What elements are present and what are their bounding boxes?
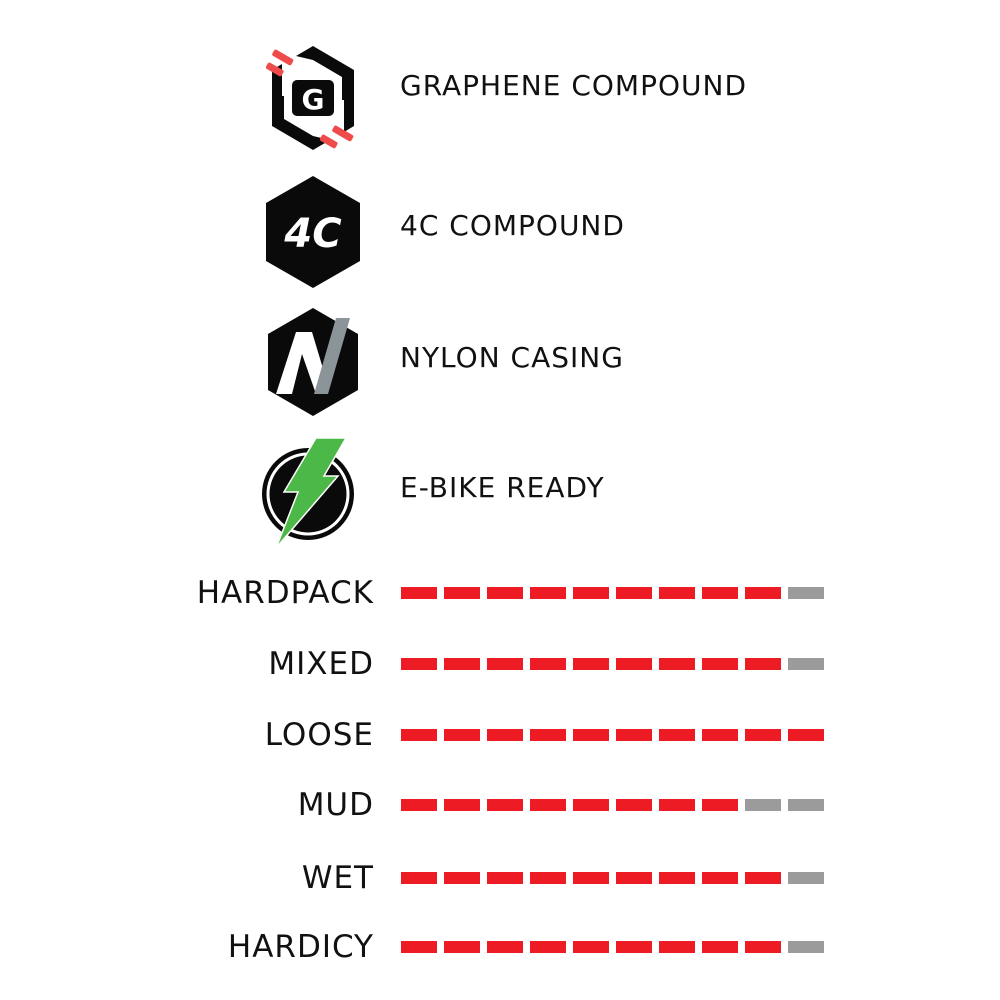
rating-label: WET bbox=[301, 860, 374, 896]
rating-segment-filled bbox=[401, 941, 437, 953]
rating-row-mixed: MIXED bbox=[0, 645, 1000, 685]
rating-segment-filled bbox=[444, 872, 480, 884]
rating-segment-filled bbox=[573, 729, 609, 741]
rating-bars bbox=[401, 799, 824, 811]
rating-segment-filled bbox=[444, 658, 480, 670]
rating-segment-empty bbox=[788, 587, 824, 599]
rating-bars bbox=[401, 729, 824, 741]
feature-4c-compound: 4C 4C COMPOUND bbox=[258, 172, 858, 292]
rating-segment-filled bbox=[616, 941, 652, 953]
lightning-bolt-icon bbox=[258, 432, 368, 552]
rating-segment-filled bbox=[659, 658, 695, 670]
rating-segment-filled bbox=[573, 872, 609, 884]
feature-ebike-ready: E-BIKE READY bbox=[258, 432, 858, 552]
rating-row-hardicy: HARDICY bbox=[0, 928, 1000, 968]
rating-segment-filled bbox=[444, 941, 480, 953]
rating-segment-filled bbox=[702, 729, 738, 741]
rating-segment-filled bbox=[745, 587, 781, 599]
rating-segment-filled bbox=[573, 799, 609, 811]
rating-segment-filled bbox=[745, 729, 781, 741]
rating-segment-filled bbox=[788, 729, 824, 741]
rating-segment-filled bbox=[487, 941, 523, 953]
rating-segment-filled bbox=[530, 941, 566, 953]
rating-segment-filled bbox=[745, 941, 781, 953]
feature-label: NYLON CASING bbox=[400, 341, 624, 374]
rating-segment-filled bbox=[530, 658, 566, 670]
svg-text:G: G bbox=[302, 83, 325, 116]
rating-label: LOOSE bbox=[264, 717, 374, 753]
rating-segment-filled bbox=[530, 799, 566, 811]
rating-segment-filled bbox=[616, 658, 652, 670]
rating-segment-filled bbox=[745, 658, 781, 670]
4c-hex-icon: 4C bbox=[258, 172, 368, 292]
rating-bars bbox=[401, 941, 824, 953]
rating-segment-filled bbox=[702, 658, 738, 670]
rating-segment-filled bbox=[530, 872, 566, 884]
rating-segment-empty bbox=[788, 941, 824, 953]
rating-label: HARDPACK bbox=[196, 575, 374, 611]
rating-segment-filled bbox=[659, 941, 695, 953]
rating-segment-filled bbox=[702, 941, 738, 953]
feature-label: 4C COMPOUND bbox=[400, 209, 625, 242]
rating-bars bbox=[401, 587, 824, 599]
rating-segment-filled bbox=[659, 872, 695, 884]
nylon-hex-icon bbox=[258, 302, 368, 422]
rating-segment-filled bbox=[616, 729, 652, 741]
rating-label: MIXED bbox=[268, 646, 374, 682]
rating-segment-filled bbox=[616, 872, 652, 884]
rating-row-wet: WET bbox=[0, 859, 1000, 899]
rating-segment-filled bbox=[745, 872, 781, 884]
rating-segment-filled bbox=[487, 729, 523, 741]
rating-segment-filled bbox=[487, 799, 523, 811]
rating-segment-filled bbox=[487, 872, 523, 884]
rating-segment-filled bbox=[444, 729, 480, 741]
rating-segment-empty bbox=[788, 658, 824, 670]
rating-segment-filled bbox=[401, 872, 437, 884]
rating-label: HARDICY bbox=[227, 929, 374, 965]
graphene-hex-icon: G bbox=[258, 38, 368, 158]
feature-nylon-casing: NYLON CASING bbox=[258, 302, 858, 422]
feature-label: E-BIKE READY bbox=[400, 471, 605, 504]
rating-bars bbox=[401, 872, 824, 884]
rating-label: MUD bbox=[297, 787, 374, 823]
rating-segment-empty bbox=[745, 799, 781, 811]
rating-segment-filled bbox=[659, 729, 695, 741]
rating-segment-filled bbox=[702, 872, 738, 884]
rating-row-mud: MUD bbox=[0, 786, 1000, 826]
rating-segment-filled bbox=[487, 587, 523, 599]
rating-segment-filled bbox=[401, 587, 437, 599]
rating-segment-filled bbox=[444, 799, 480, 811]
rating-segment-filled bbox=[401, 799, 437, 811]
rating-segment-filled bbox=[573, 587, 609, 599]
rating-segment-empty bbox=[788, 799, 824, 811]
rating-segment-filled bbox=[530, 729, 566, 741]
rating-segment-filled bbox=[444, 587, 480, 599]
4c-glyph: 4C bbox=[283, 211, 341, 257]
rating-bars bbox=[401, 658, 824, 670]
feature-graphene-compound: G GRAPHENE COMPOUND bbox=[258, 38, 858, 158]
rating-segment-filled bbox=[530, 587, 566, 599]
rating-segment-filled bbox=[616, 587, 652, 599]
rating-row-loose: LOOSE bbox=[0, 716, 1000, 756]
rating-row-hardpack: HARDPACK bbox=[0, 574, 1000, 614]
rating-segment-empty bbox=[788, 872, 824, 884]
rating-segment-filled bbox=[659, 799, 695, 811]
feature-label: GRAPHENE COMPOUND bbox=[400, 69, 748, 102]
rating-segment-filled bbox=[487, 658, 523, 670]
rating-segment-filled bbox=[573, 941, 609, 953]
rating-segment-filled bbox=[659, 587, 695, 599]
rating-segment-filled bbox=[401, 729, 437, 741]
rating-segment-filled bbox=[401, 658, 437, 670]
rating-segment-filled bbox=[702, 587, 738, 599]
rating-segment-filled bbox=[702, 799, 738, 811]
rating-segment-filled bbox=[573, 658, 609, 670]
rating-segment-filled bbox=[616, 799, 652, 811]
